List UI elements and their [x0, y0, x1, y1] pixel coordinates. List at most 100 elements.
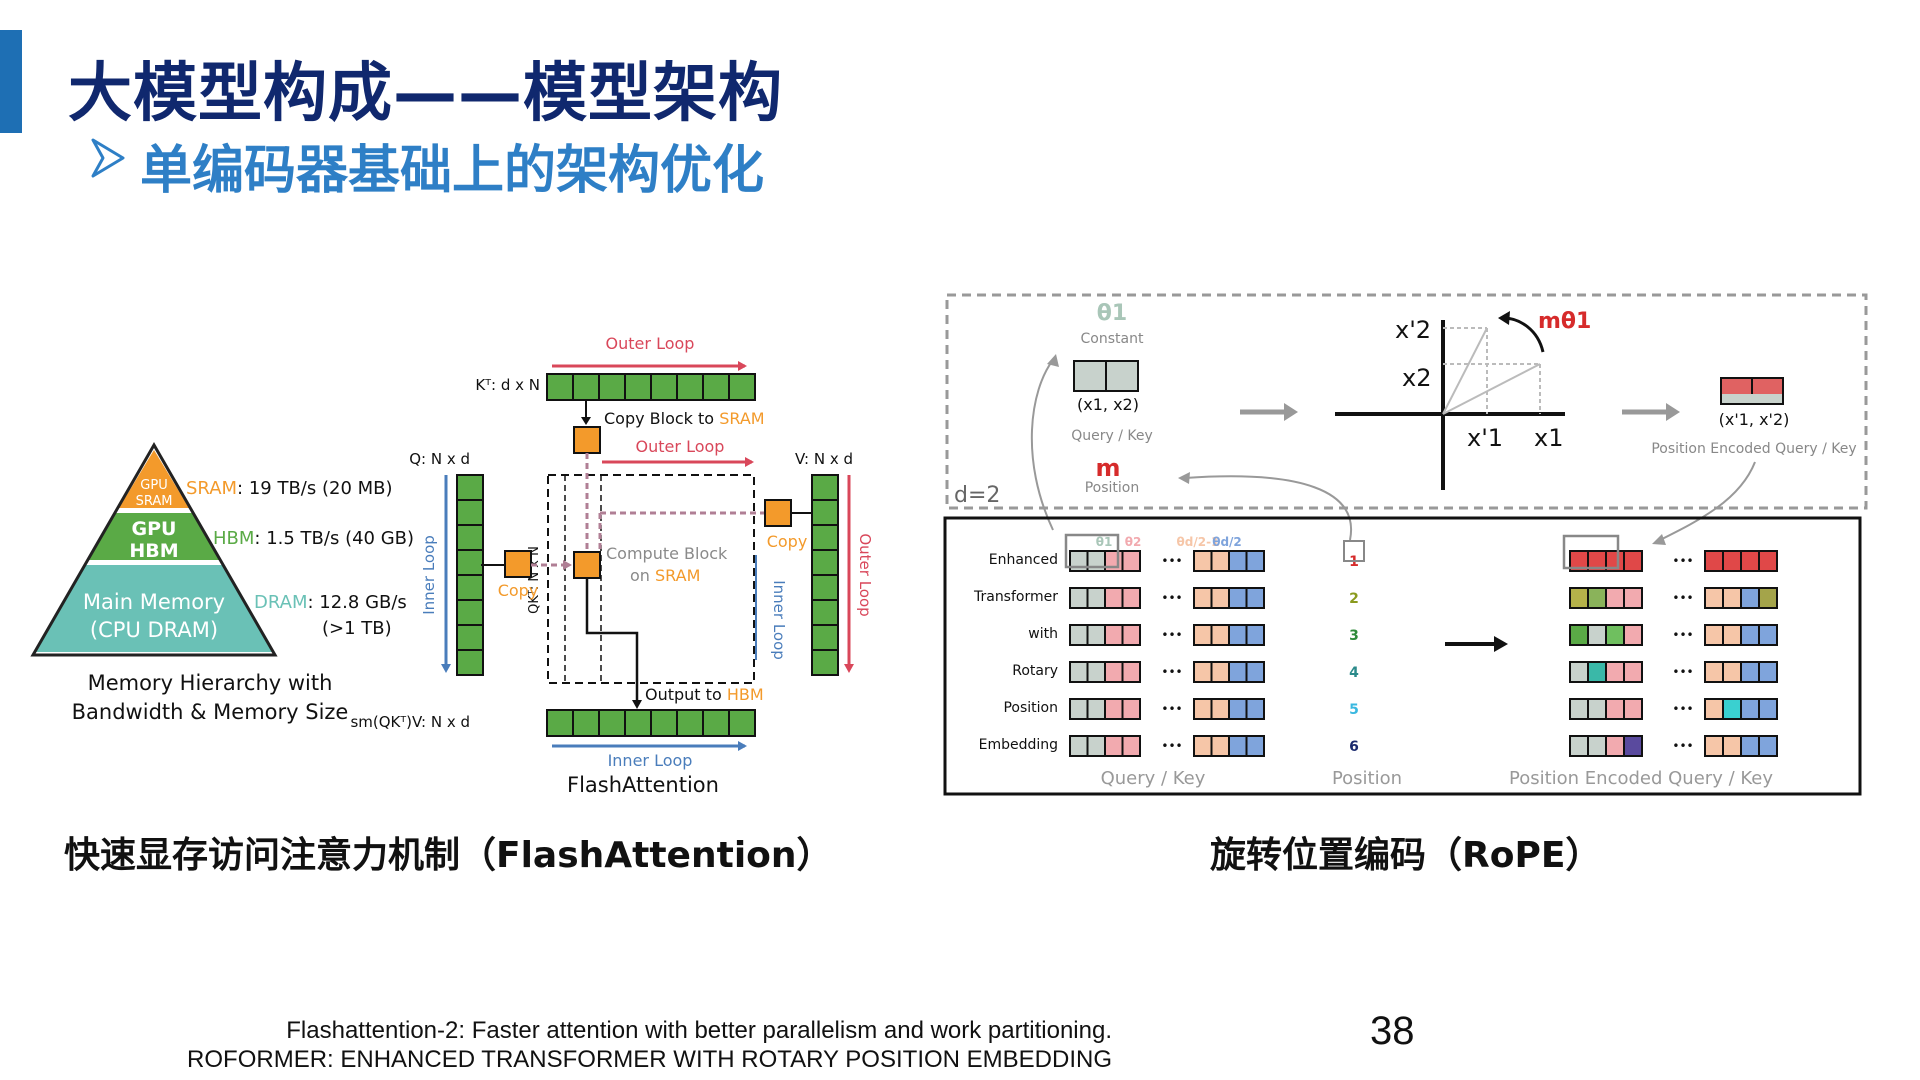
pe-cell: [1569, 698, 1589, 720]
flashattention-title: FlashAttention: [567, 773, 719, 797]
q-cell: [456, 624, 484, 651]
inner-loop-bottom-label: Inner Loop: [608, 751, 693, 770]
v-label: V: N x d: [795, 450, 853, 468]
qk-cell: [1069, 624, 1089, 646]
qk-cell: [1228, 698, 1248, 720]
query-key-small-label: Query / Key: [1071, 428, 1153, 444]
pe-cell: [1758, 587, 1778, 609]
pe-cell: [1623, 624, 1643, 646]
kt-sram-block: [573, 426, 601, 454]
q-cell: [456, 599, 484, 626]
pe-cell: [1569, 735, 1589, 757]
pe-cell: [1623, 698, 1643, 720]
pyramid-sram-tier: [119, 450, 189, 508]
inner-loop-right-label: Inner Loop: [770, 580, 788, 660]
flashattention-figure: GPU SRAM GPU HBM Main Memory (CPU DRAM) …: [30, 334, 874, 797]
query-key-col-label: Query / Key: [1101, 768, 1206, 789]
qk-cell: [1069, 661, 1089, 683]
pe-cell: [1758, 550, 1778, 572]
qk-cell: [1228, 550, 1248, 572]
output-cell: [572, 709, 600, 737]
kt-cell: [676, 373, 704, 401]
pyramid-dram-label: Main Memory: [83, 590, 225, 614]
qk-cell: [1193, 550, 1213, 572]
pyramid-dram-label-2: (CPU DRAM): [90, 618, 218, 642]
qk-cell: [1086, 624, 1106, 646]
qk-cell: [1104, 624, 1124, 646]
pyramid-dram-tier: [35, 565, 273, 652]
rope-figure: θ1 Constant (x1, x2) Query / Key m Posit…: [943, 293, 1868, 796]
v-cell: [811, 549, 839, 576]
m-theta-label: mθ1: [1538, 309, 1591, 334]
v-cell: [811, 474, 839, 501]
qk-cell: [1069, 735, 1089, 757]
qk-cell: [1121, 624, 1141, 646]
ellipsis: •••: [1161, 628, 1182, 642]
kt-matrix: [546, 373, 756, 401]
qk-cell: [1210, 735, 1230, 757]
reference-2: ROFORMER: ENHANCED TRANSFORMER WITH ROTA…: [187, 1046, 1112, 1073]
position-highlight: [1343, 540, 1365, 562]
qk-cell: [1245, 587, 1265, 609]
pe-cell: [1569, 624, 1589, 646]
v-sram-block: [764, 499, 792, 527]
sram-bandwidth: SRAM: 19 TB/s (20 MB): [186, 478, 393, 499]
qk-cell: [1210, 587, 1230, 609]
inner-loop-left-label: Inner Loop: [420, 535, 438, 615]
v-matrix: [811, 474, 839, 676]
kt-cell: [728, 373, 756, 401]
position-col-label: Position: [1332, 768, 1402, 789]
word-label: Enhanced: [989, 552, 1058, 568]
pe-cell: [1623, 735, 1643, 757]
v-cell: [811, 499, 839, 526]
pe-cell: [1740, 661, 1760, 683]
pe-cell: [1623, 661, 1643, 683]
output-cell: [702, 709, 730, 737]
d2-label: d=2: [954, 483, 1000, 508]
pyramid-sram-label-2: SRAM: [136, 494, 173, 509]
pe-query-key-small-label: Position Encoded Query / Key: [1651, 441, 1856, 457]
qk-cell: [1245, 735, 1265, 757]
pe-cell: [1722, 735, 1742, 757]
qk-cell: [1086, 587, 1106, 609]
pe-cell: [1722, 661, 1742, 683]
reference-1: Flashattention-2: Faster attention with …: [286, 1017, 1112, 1044]
flashattention-caption: 快速显存访问注意力机制（FlashAttention）: [64, 835, 833, 876]
pair-cell-1: [1073, 360, 1107, 392]
pe-cell: [1758, 661, 1778, 683]
pair-label: (x1, x2): [1077, 395, 1139, 414]
qk-cell: [1121, 735, 1141, 757]
output-label: Output to HBM: [645, 685, 764, 704]
x2-prime-label: x'2: [1395, 316, 1431, 344]
pe-cell: [1740, 550, 1760, 572]
ellipsis: •••: [1672, 628, 1693, 642]
q-cell: [456, 574, 484, 601]
word-label: Embedding: [979, 737, 1058, 753]
pyramid-sram-label: GPU: [140, 478, 167, 493]
pe-cell: [1758, 698, 1778, 720]
pe-cell: [1605, 624, 1625, 646]
slide-title: 大模型构成——模型架构: [68, 57, 783, 131]
theta-header-label: θd/2: [1212, 535, 1242, 549]
qk-cell: [1228, 587, 1248, 609]
v-cell: [811, 524, 839, 551]
qk-cell: [1104, 735, 1124, 757]
pe-cell: [1722, 550, 1742, 572]
qk-cell: [1086, 698, 1106, 720]
v-cell: [811, 649, 839, 676]
qk-cell: [1245, 550, 1265, 572]
ellipsis: •••: [1161, 591, 1182, 605]
kt-cell: [650, 373, 678, 401]
highlight-right: [1562, 534, 1620, 570]
kt-label: Kᵀ: d x N: [475, 376, 540, 394]
kt-cell: [702, 373, 730, 401]
dram-bandwidth: DRAM: 12.8 GB/s: [254, 592, 407, 613]
pe-col-label: Position Encoded Query / Key: [1509, 768, 1773, 789]
qk-cell: [1104, 698, 1124, 720]
q-matrix: [456, 474, 484, 676]
pyramid-hbm-label: GPU: [132, 518, 177, 540]
qk-cell: [1193, 698, 1213, 720]
pe-cell: [1587, 735, 1607, 757]
qk-cell: [1210, 550, 1230, 572]
